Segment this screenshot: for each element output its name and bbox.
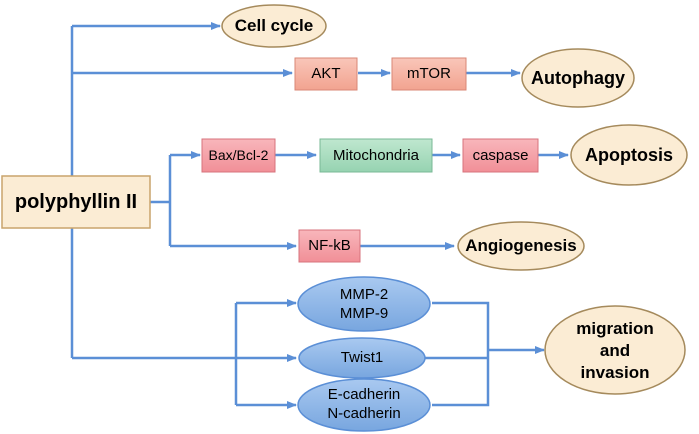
bax-box (201, 138, 276, 173)
migration-oval (544, 305, 686, 395)
mtor-box (391, 57, 467, 91)
ncadherin-label: N-cadherin (327, 405, 401, 423)
mitochondria-label: Mitochondria (333, 146, 419, 164)
migration-label-line3: invasion (580, 363, 650, 383)
mmp2-label: MMP-2 (339, 286, 389, 304)
migration-label-line1: migration (576, 319, 654, 339)
cell-cycle-label: Cell cycle (234, 16, 314, 36)
apoptosis-oval (570, 124, 688, 186)
migration-label-line2: and (599, 341, 631, 361)
nfkb-box (298, 229, 361, 263)
bax-label: Bax/Bcl-2 (208, 147, 269, 164)
mmp9-label: MMP-9 (339, 305, 389, 323)
akt-label: AKT (311, 65, 341, 83)
autophagy-oval (521, 48, 635, 108)
caspase-label: caspase (472, 146, 529, 164)
group-collector-line (432, 301, 490, 407)
mmp-oval (297, 276, 431, 332)
angiogenesis-oval (457, 221, 585, 271)
cell-cycle-oval (221, 4, 327, 48)
cadherin-oval (297, 378, 431, 432)
apoptosis-label: Apoptosis (585, 144, 673, 165)
twist-label: Twist1 (340, 349, 384, 367)
akt-box (294, 57, 358, 91)
caspase-box (462, 138, 539, 173)
source-box (1, 175, 151, 229)
autophagy-label: Autophagy (531, 67, 625, 88)
nfkb-label: NF-kB (308, 237, 351, 255)
mtor-label: mTOR (407, 65, 451, 83)
twist-oval (298, 337, 426, 379)
angiogenesis-label: Angiogenesis (465, 236, 577, 256)
ecadherin-label: E-cadherin (327, 386, 401, 404)
source-label: polyphyllin II (14, 190, 138, 213)
node-shapes (1, 4, 688, 432)
mitochondria-box (319, 138, 433, 173)
connector-lines (70, 22, 569, 409)
